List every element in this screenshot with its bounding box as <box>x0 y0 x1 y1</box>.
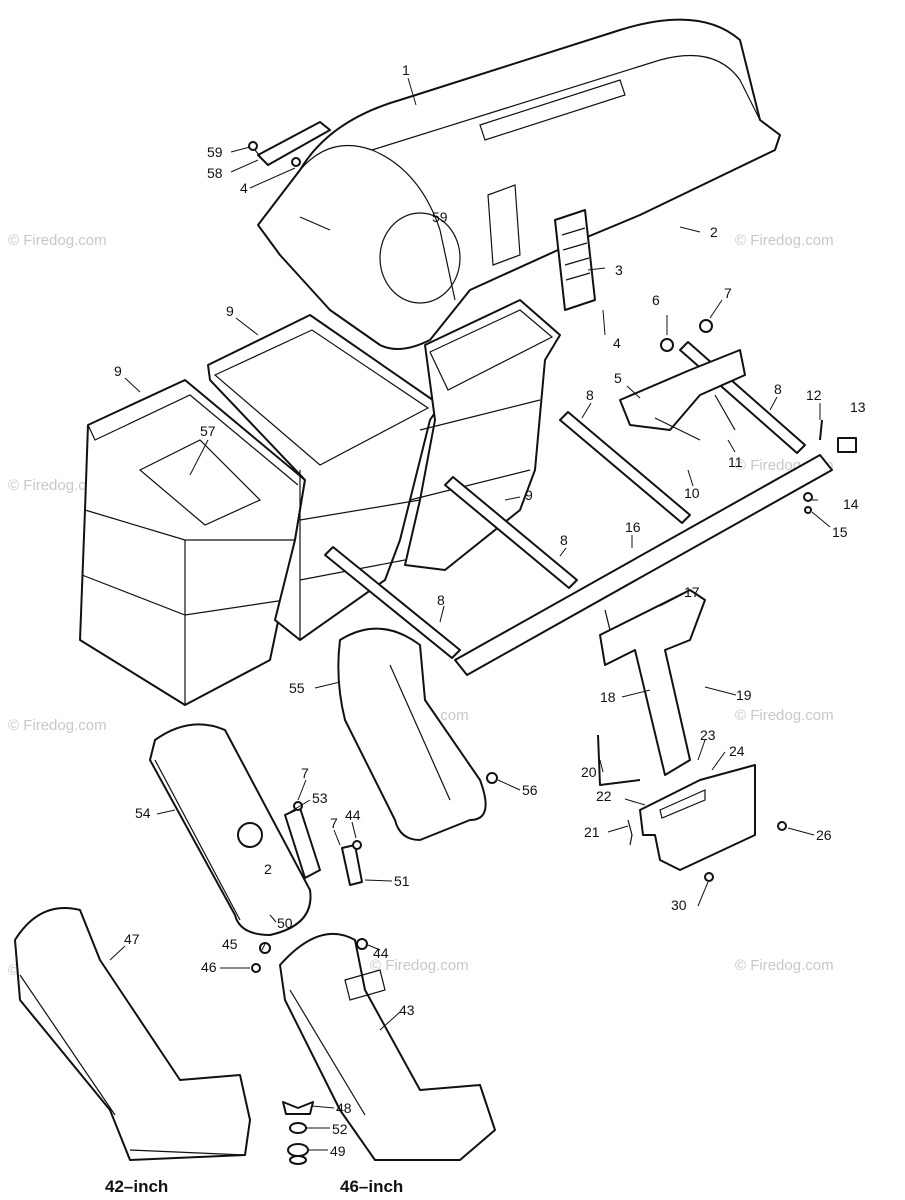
watermark-text: © Firedog.com <box>735 232 834 249</box>
watermark-text: © Firedog.com <box>735 957 834 974</box>
callout-9: 9 <box>226 303 234 319</box>
callout-48: 48 <box>336 1100 352 1116</box>
callout-15: 15 <box>832 524 848 540</box>
callout-52: 52 <box>332 1121 348 1137</box>
callout-45: 45 <box>222 936 238 952</box>
callout-19: 19 <box>736 687 752 703</box>
callout-30: 30 <box>671 897 687 913</box>
callout-8: 8 <box>774 381 782 397</box>
callout-47: 47 <box>124 931 140 947</box>
callout-13: 13 <box>850 399 866 415</box>
fastener-stack-drawing <box>282 1101 314 1165</box>
chute-55-drawing <box>337 627 498 841</box>
handle-bracket-drawing <box>248 121 331 167</box>
caption-42-inch: 42–inch <box>105 1177 168 1196</box>
callout-59: 59 <box>207 144 223 160</box>
callout-44: 44 <box>345 807 361 823</box>
callout-4: 4 <box>613 335 621 351</box>
callout-12: 12 <box>806 387 822 403</box>
callout-11: 11 <box>728 454 743 470</box>
callout-6: 6 <box>652 292 660 308</box>
callout-20: 20 <box>581 764 597 780</box>
callout-3: 3 <box>615 262 623 278</box>
watermark-text: © Firedog.com <box>8 232 107 249</box>
callout-18: 18 <box>600 689 616 705</box>
callout-8: 8 <box>560 532 568 548</box>
callout-59: 59 <box>432 209 448 225</box>
callout-49: 49 <box>330 1143 346 1159</box>
caption-46-inch: 46–inch <box>340 1177 403 1196</box>
cover-lid-drawing <box>257 18 781 350</box>
hitch-bracket-drawing <box>597 589 787 882</box>
callout-9: 9 <box>525 487 533 503</box>
callout-7: 7 <box>301 765 309 781</box>
chute-43-drawing <box>251 932 496 1161</box>
callout-53: 53 <box>312 790 328 806</box>
callout-51: 51 <box>394 873 410 889</box>
callout-16: 16 <box>625 519 641 535</box>
tube-54-drawing <box>149 723 363 936</box>
grass-bags-drawing <box>79 299 561 706</box>
callout-10: 10 <box>684 485 700 501</box>
callout-7: 7 <box>330 815 338 831</box>
callout-1: 1 <box>402 62 410 78</box>
callout-22: 22 <box>596 788 612 804</box>
callout-7: 7 <box>724 285 732 301</box>
decal-plate-drawing <box>554 209 596 311</box>
callout-43: 43 <box>399 1002 415 1018</box>
callout-54: 54 <box>135 805 151 821</box>
size-captions: 42–inch 46–inch <box>105 1177 403 1196</box>
callout-58: 58 <box>207 165 223 181</box>
callout-labels: 1 59 58 4 59 2 3 4 6 7 8 5 8 12 13 11 10… <box>114 62 866 1159</box>
callout-14: 14 <box>843 496 859 512</box>
callout-55: 55 <box>289 680 305 696</box>
callout-24: 24 <box>729 743 745 759</box>
callout-50: 50 <box>277 915 293 931</box>
callout-26: 26 <box>816 827 832 843</box>
callout-5: 5 <box>614 370 622 386</box>
callout-21: 21 <box>584 824 600 840</box>
center-bracket-drawing <box>619 319 857 514</box>
callout-17: 17 <box>684 584 700 600</box>
callout-56: 56 <box>522 782 538 798</box>
callout-23: 23 <box>700 727 716 743</box>
callout-8: 8 <box>586 387 594 403</box>
callout-57: 57 <box>200 423 216 439</box>
chute-47-drawing <box>14 907 251 1161</box>
callout-44: 44 <box>373 945 389 961</box>
callout-2: 2 <box>264 861 272 877</box>
callout-8: 8 <box>437 592 445 608</box>
watermark-text: © Firedog.com <box>370 957 469 974</box>
callout-4: 4 <box>240 180 248 196</box>
callout-2: 2 <box>710 224 718 240</box>
watermark-text: © Firedog.com <box>735 707 834 724</box>
leader-lines <box>109 77 831 1151</box>
watermark-text: © Firedog.com <box>8 717 107 734</box>
callout-46: 46 <box>201 959 217 975</box>
callout-9: 9 <box>114 363 122 379</box>
watermark-text: © Firedog.com <box>8 477 107 494</box>
